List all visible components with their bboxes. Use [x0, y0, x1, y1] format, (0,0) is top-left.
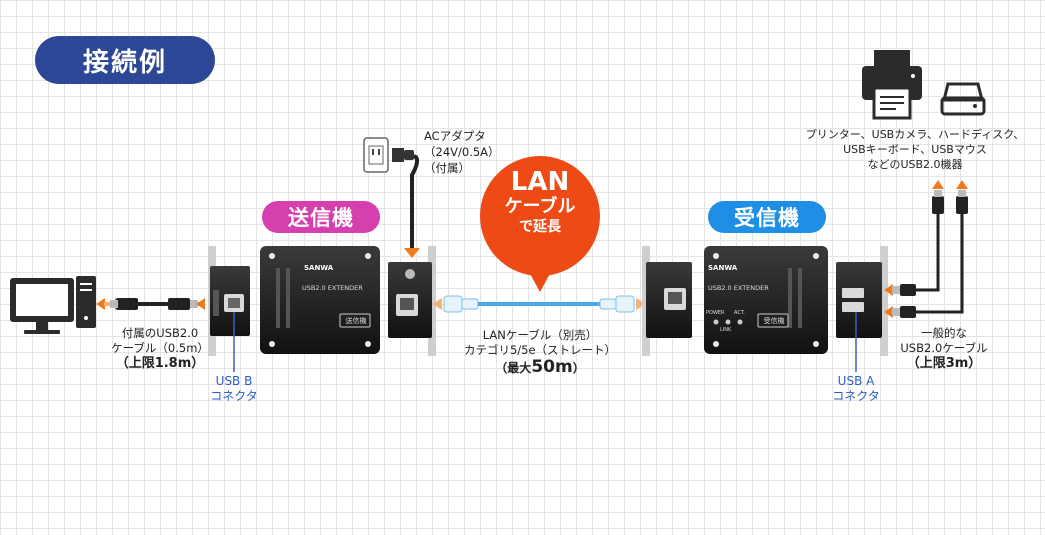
ac-outlet-icon: [363, 137, 414, 173]
lan-cable: [432, 295, 646, 313]
ac-cable: [410, 154, 420, 248]
lan-cable-max-value: 50m: [531, 357, 573, 377]
general-cable-line1: 一般的な: [921, 326, 967, 340]
transmitter-brand: SANWA: [304, 264, 334, 272]
devices-line2: USBキーボード、USBマウス: [843, 143, 987, 156]
pc-monitor-icon: [10, 278, 74, 334]
transmitter-device: [260, 246, 380, 354]
printer-icon: [862, 50, 922, 120]
pc-tower-icon: [76, 276, 96, 328]
usb-cable-attached-label: 付属のUSB2.0 ケーブル（0.5m） （上限1.8m）: [98, 326, 222, 371]
receiver-label: 受信機: [708, 201, 826, 233]
receiver-led-link: LINK: [720, 327, 732, 333]
lan-cable-line1: LANケーブル（別売）: [482, 328, 598, 342]
hard-disk-icon: [940, 82, 986, 116]
receiver-usb-a-panel: [836, 246, 888, 356]
page-title: 接続例: [35, 36, 215, 84]
usb-b-line1: USB B: [215, 374, 253, 388]
usb-cable-attached-line2: ケーブル（0.5m）: [111, 341, 209, 355]
usb-a-line2: コネクタ: [832, 389, 880, 403]
usb-cables-to-devices: [884, 180, 968, 318]
usb-b-line2: コネクタ: [210, 389, 258, 403]
devices-label: プリンター、USBカメラ、ハードディスク、 USBキーボード、USBマウス など…: [790, 127, 1040, 172]
down-arrow-icon: [404, 248, 420, 258]
devices-line1: プリンター、USBカメラ、ハードディスク、: [805, 128, 1025, 141]
receiver-model: USB2.0 EXTENDER: [708, 284, 769, 292]
usb-a-line1: USB A: [837, 374, 875, 388]
bubble-line2: ケーブル: [504, 196, 576, 217]
general-cable-line2: USB2.0ケーブル: [900, 341, 988, 355]
bubble-line1: LAN: [510, 167, 570, 197]
double-arrow-icon: [196, 298, 205, 310]
receiver-led-act: ACT.: [734, 310, 745, 316]
lan-cable-label: LANケーブル（別売） カテゴリ5/5e（ストレート） （最大50m）: [460, 328, 620, 376]
usb-cable-attached-line3: （上限1.8m）: [115, 356, 205, 371]
transmitter-lan-panel: [388, 246, 436, 356]
ac-adapter-line3: （付属）: [424, 161, 470, 175]
lan-extension-bubble: [480, 156, 600, 292]
devices-line3: などのUSB2.0機器: [867, 158, 963, 171]
lan-cable-line2: カテゴリ5/5e（ストレート）: [463, 343, 617, 357]
transmitter-model: USB2.0 EXTENDER: [302, 284, 363, 292]
ac-adapter-line1: ACアダプタ: [424, 129, 486, 143]
usb-cable-icon: [110, 298, 198, 310]
bubble-line3: で延長: [519, 219, 561, 235]
receiver-device: [704, 246, 828, 354]
lan-cable-line3: （最大50m）: [460, 357, 620, 377]
receiver-lan-panel: [642, 246, 692, 356]
general-cable-line3: （上限3m）: [906, 356, 982, 371]
receiver-brand: SANWA: [708, 264, 738, 272]
transmitter-badge: 送信機: [345, 317, 367, 325]
usb-cable-attached-line1: 付属のUSB2.0: [121, 326, 199, 340]
transmitter-usb-b-panel: [208, 246, 250, 356]
receiver-badge: 受信機: [763, 317, 785, 325]
general-cable-label: 一般的な USB2.0ケーブル （上限3m）: [884, 326, 1004, 371]
lan-cable-max-prefix: （最大: [495, 361, 532, 375]
transmitter-label: 送信機: [262, 201, 380, 233]
receiver-led-power: POWER: [706, 310, 725, 316]
ac-adapter-line2: （24V/0.5A）: [424, 145, 500, 159]
lan-cable-max-suffix: ）: [572, 361, 585, 375]
bubble-text: LAN ケーブル で延長: [474, 168, 606, 236]
ac-adapter-label: ACアダプタ （24V/0.5A） （付属）: [424, 128, 500, 176]
usb-a-label: USB A コネクタ: [821, 374, 891, 404]
usb-b-label: USB B コネクタ: [199, 374, 269, 404]
